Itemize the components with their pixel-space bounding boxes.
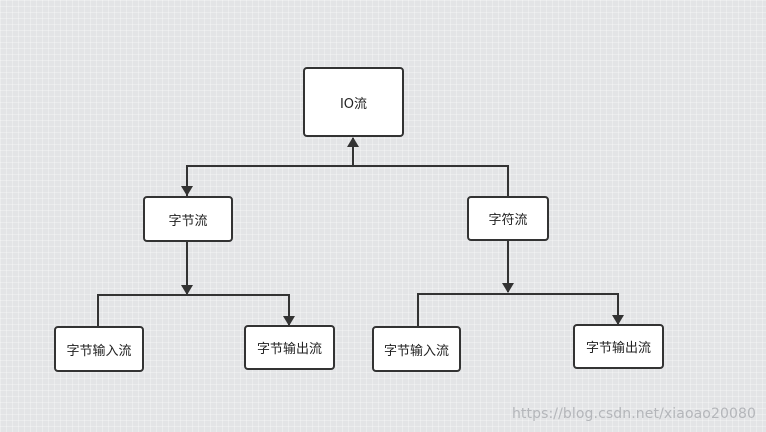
connector-char-stream-to-root <box>347 137 509 196</box>
node-byte-input-stream-right: 字节输入流 <box>372 326 461 372</box>
node-byte-stream: 字节流 <box>143 196 233 242</box>
connector-right-branch <box>417 293 624 326</box>
node-io-stream: IO流 <box>303 67 404 137</box>
node-byte-output-stream-right: 字节输出流 <box>573 324 664 369</box>
node-byte-output-stream-left: 字节输出流 <box>244 325 335 370</box>
node-char-stream: 字符流 <box>467 196 549 241</box>
node-byte-input-stream-left: 字节输入流 <box>54 326 144 372</box>
connector-byte-stream-to-root <box>186 138 354 196</box>
connector-left-branch <box>97 294 295 326</box>
watermark-text: https://blog.csdn.net/xiaoao20080 <box>511 406 756 422</box>
